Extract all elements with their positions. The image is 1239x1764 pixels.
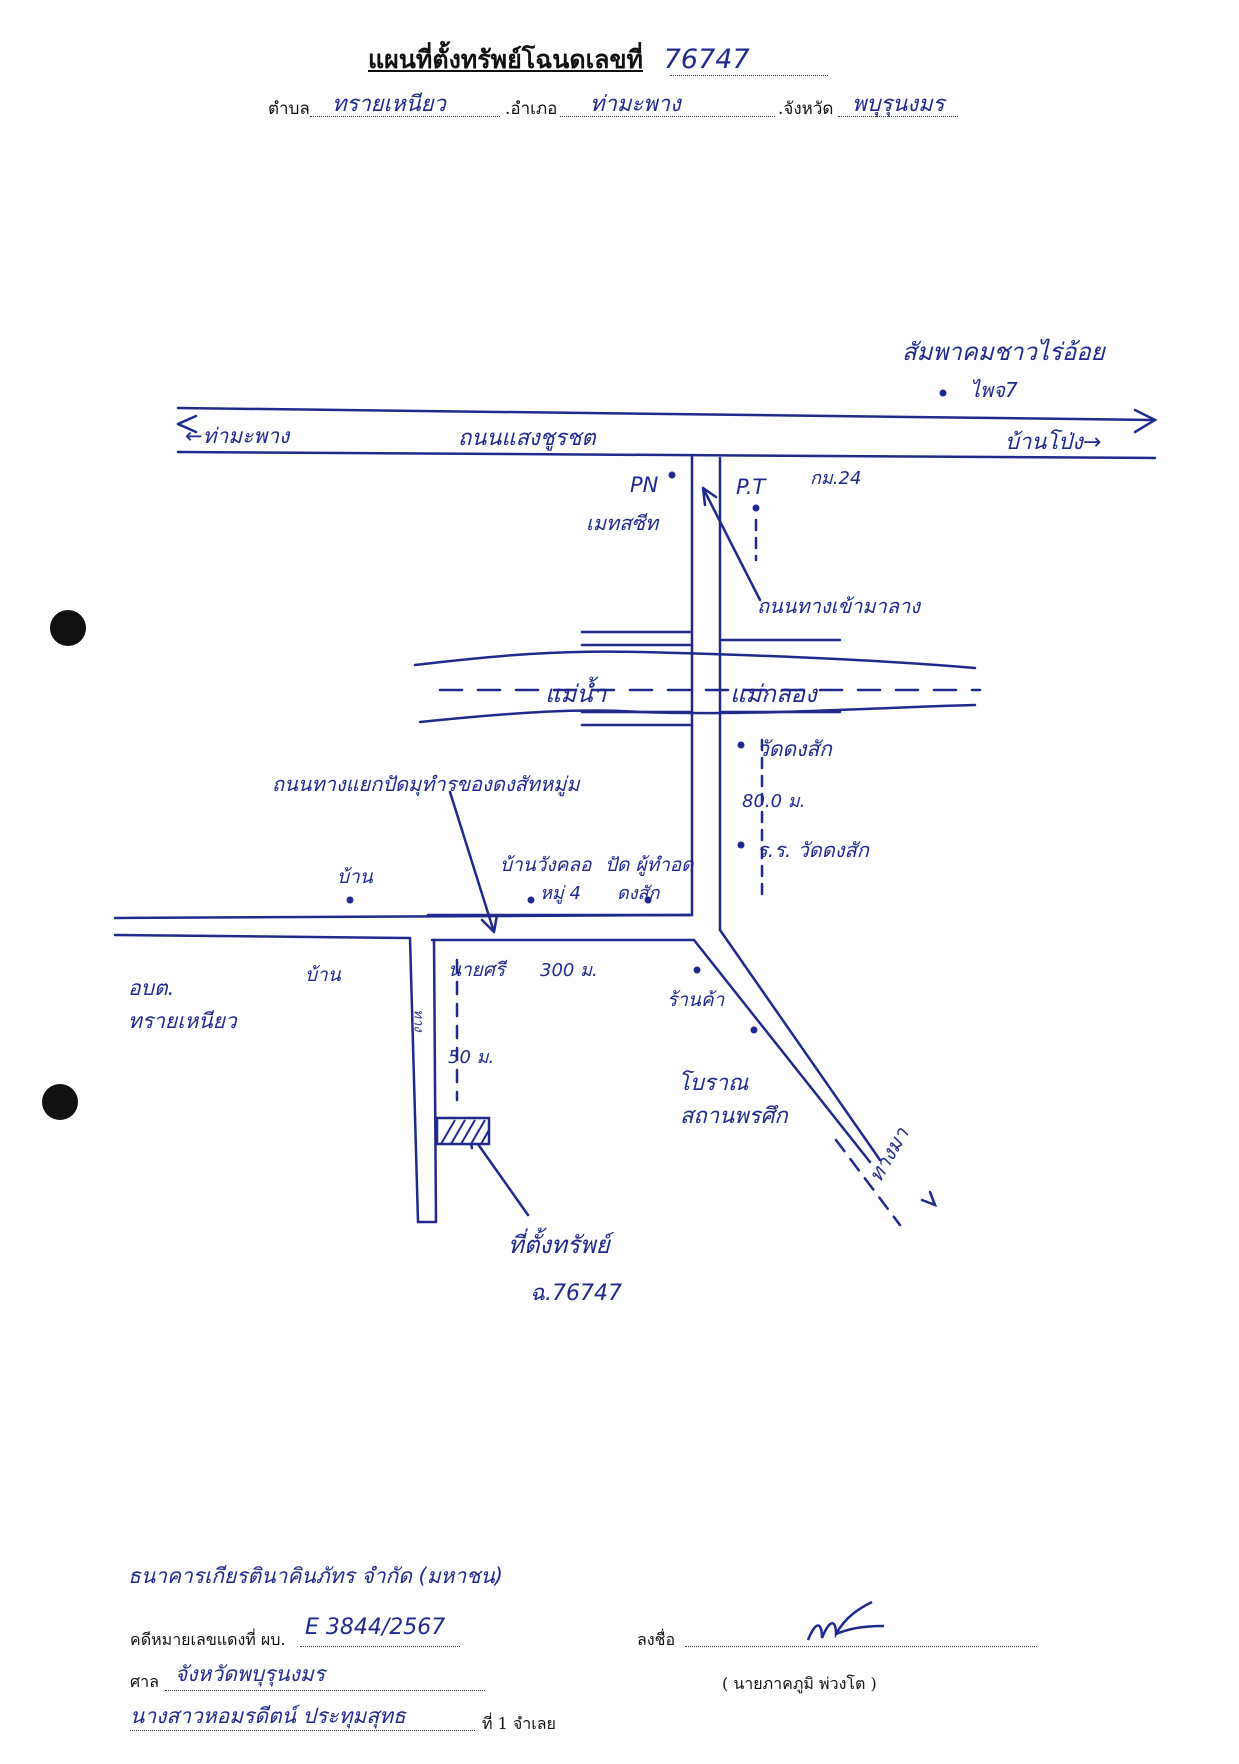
school-label: ร.ร. วัดดงสัก [757,838,869,862]
km-label: กม.24 [810,468,862,489]
tambon-label: ตำบล [268,99,310,119]
defendant-dotted-line [130,1730,475,1731]
main-road-top-edge [176,406,1157,422]
pn-label: PN [630,473,659,497]
temple-label: วัดดงสัก [757,737,832,761]
landmark-dots [346,389,947,1034]
east-arrow [1133,408,1158,434]
lane-mark-label: ทาง [410,1009,426,1032]
branch-road-label: ถนนทางแยกปัดมุทำรของดงสัทหมู่ม [272,772,580,796]
title-deed-number: 76747 [663,44,750,75]
property-plot [435,1116,491,1146]
court-dotted-line [165,1690,485,1691]
document-title: แผนที่ตั้งทรัพย์โฉนดเลขที่ 76747 [368,40,750,80]
defendant-suffix: ที่ 1 จำเลย [482,1714,556,1733]
court-label: ศาล [130,1672,159,1691]
side-road-label: ถนนทางเข้ามาลาง [757,594,921,618]
case-number-label: คดีหมายเลขแดงที่ ผบ. [130,1630,286,1649]
signature-mark [806,1600,885,1641]
province-label: .จังหวัด [778,99,834,119]
village-road-bottom-edge [113,933,412,940]
river-right-label: แม่กลอง [730,680,817,708]
top-right-place-label: สัมพาคมชาวไร่อ้อย [902,338,1105,366]
property-deed-label: ฉ.76747 [530,1281,622,1306]
diagonal-road-edge-2 [692,938,872,1164]
lane-left-edge [408,936,420,1224]
west-arrow [176,414,198,434]
title-dotted-line [670,75,828,76]
shop-label: ร้านค้า [667,989,725,1011]
amphoe-dotted-line [560,116,775,117]
admin-office-label: อบต. [128,976,175,1000]
diagonal-road-dash [834,1138,902,1227]
tambon-value: ทรายเหนียว [332,92,446,117]
amphoe-value: ท่ามะพาง [590,92,681,117]
river-lower-bank [418,703,977,724]
province-value: พบุรุนงมร [852,92,945,117]
arrow-south [920,1190,938,1208]
landmark-sub-label: สถานพรศึก [680,1104,788,1129]
main-road-label: ถนนแสงชูรชต [458,426,596,451]
dist-300-label: 300 ม. [540,960,598,981]
case-dotted-line [300,1646,460,1647]
nai-sri-label: นายศรี [448,959,506,981]
pt-label: P.T [736,475,766,499]
admin-office-sub-label: ทรายเหนียว [128,1009,237,1033]
village-road-top-edge [113,913,692,920]
village-label: บ้านวังคลอ [500,854,592,876]
arrow-to-side-road [701,486,762,602]
title-prefix: แผนที่ตั้งทรัพย์โฉนดเลขที่ [368,45,644,74]
top-right-sub-label: ไพจ7 [970,378,1018,402]
dist-50-label: 50 ม. [448,1047,495,1068]
diagonal-road-edge-1 [718,928,882,1162]
river-upper-bank [413,650,977,670]
sign-dotted-line [685,1646,1037,1647]
case-number-value: E 3844/2567 [305,1615,446,1640]
amphoe-label: .อำเภอ [505,99,558,119]
lane-right-edge [432,938,438,1224]
arrow-to-branch-road [448,790,499,934]
pn-sub-label: เมทสซีท [586,511,659,535]
dist-80-label: 80.0 ม. [742,791,806,812]
village-head-label: ปัด ผู้ทำอด [605,854,694,876]
province-dotted-line [838,116,958,117]
main-road-bottom-edge [176,450,1157,460]
sign-label: ลงชื่อ [637,1630,676,1649]
river-left-label: แม่น้ำ [545,680,607,708]
defendant-name: นางสาวหอมรดีตน์ ประทุมสุทธ [130,1704,406,1728]
signer-name: ( นายภาคภูมิ พ่วงโต ) [722,1674,877,1693]
house-1-label: บ้าน [337,866,373,888]
punch-hole-top [50,610,86,646]
landmark-label: โบราณ [678,1071,749,1096]
village-moo-label: หมู่ 4 [540,883,581,904]
property-location-label: ที่ตั้งทรัพย์ [508,1231,610,1259]
punch-hole-bottom [42,1084,78,1120]
house-2-label: บ้าน [305,964,341,986]
court-value: จังหวัดพบุรุนงมร [175,1662,326,1686]
to-west-label: ←ท่ามะพาง [185,424,290,448]
to-east-label: บ้านโป่ง→ [1005,430,1102,455]
bank-name: ธนาคารเกียรตินาคินภัทร จำกัด (มหาชน) [128,1564,503,1588]
tambon-dotted-line [310,116,500,117]
village-head-sub-label: ดงสัก [617,883,660,904]
